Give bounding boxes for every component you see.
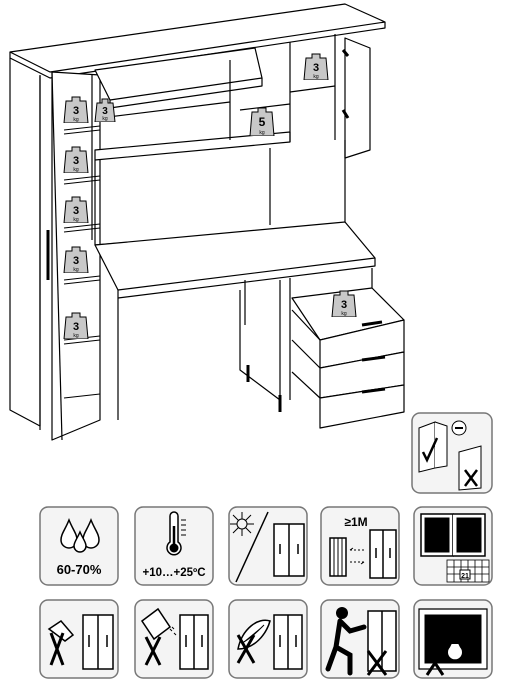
svg-text:3: 3 (313, 62, 319, 74)
no-cutting-tools-icon (39, 599, 119, 679)
hardware-check-icon: 21 (413, 506, 493, 586)
svg-text:3: 3 (73, 255, 79, 267)
weight-badge-left-2: 3 kg (63, 143, 89, 174)
svg-text:kg: kg (259, 130, 265, 136)
svg-text:3: 3 (102, 106, 108, 117)
svg-text:≥1M: ≥1M (344, 515, 367, 529)
no-pushing-icon (320, 599, 400, 679)
svg-text:3: 3 (73, 155, 79, 167)
temperature-icon: +10…+25ºC (134, 506, 214, 586)
no-chemicals-icon (134, 599, 214, 679)
drawers (291, 287, 405, 429)
svg-text:kg: kg (73, 167, 79, 173)
svg-text:3: 3 (73, 205, 79, 217)
heater-distance-icon: ≥1M (320, 506, 400, 586)
no-heavy-load-icon (413, 599, 493, 679)
svg-text:kg: kg (73, 333, 79, 339)
svg-text:kg: kg (313, 74, 319, 80)
svg-text:kg: kg (341, 311, 347, 317)
svg-text:+10…+25ºC: +10…+25ºC (142, 567, 205, 579)
humidity-icon: 60-70% (39, 506, 119, 586)
no-sunlight-icon (228, 506, 308, 586)
weight-badge-left-3: 3 kg (63, 193, 89, 224)
weight-badge-left-1: 3 kg (63, 93, 89, 124)
svg-text:60-70%: 60-70% (57, 562, 102, 577)
svg-text:kg: kg (73, 267, 79, 273)
svg-text:21: 21 (461, 573, 469, 580)
svg-text:3: 3 (341, 299, 347, 311)
svg-text:3: 3 (73, 105, 79, 117)
svg-text:kg: kg (73, 217, 79, 223)
svg-text:kg: kg (102, 116, 108, 122)
weight-badge-drawer: 3 kg (331, 287, 357, 318)
weight-badge-left-5: 3 kg (63, 309, 89, 340)
weight-badge-left-4: 3 kg (63, 243, 89, 274)
door-adjust-icon (411, 412, 493, 494)
svg-text:5: 5 (259, 115, 266, 129)
svg-text:3: 3 (73, 321, 79, 333)
svg-text:kg: kg (73, 117, 79, 123)
weight-badge-middle-niche: 5 kg (249, 104, 275, 137)
weight-badge-right-cabinet: 3 kg (303, 50, 329, 81)
weight-badge-upper-flap: 3 kg (94, 96, 116, 123)
no-abrasive-cleaning-icon (228, 599, 308, 679)
